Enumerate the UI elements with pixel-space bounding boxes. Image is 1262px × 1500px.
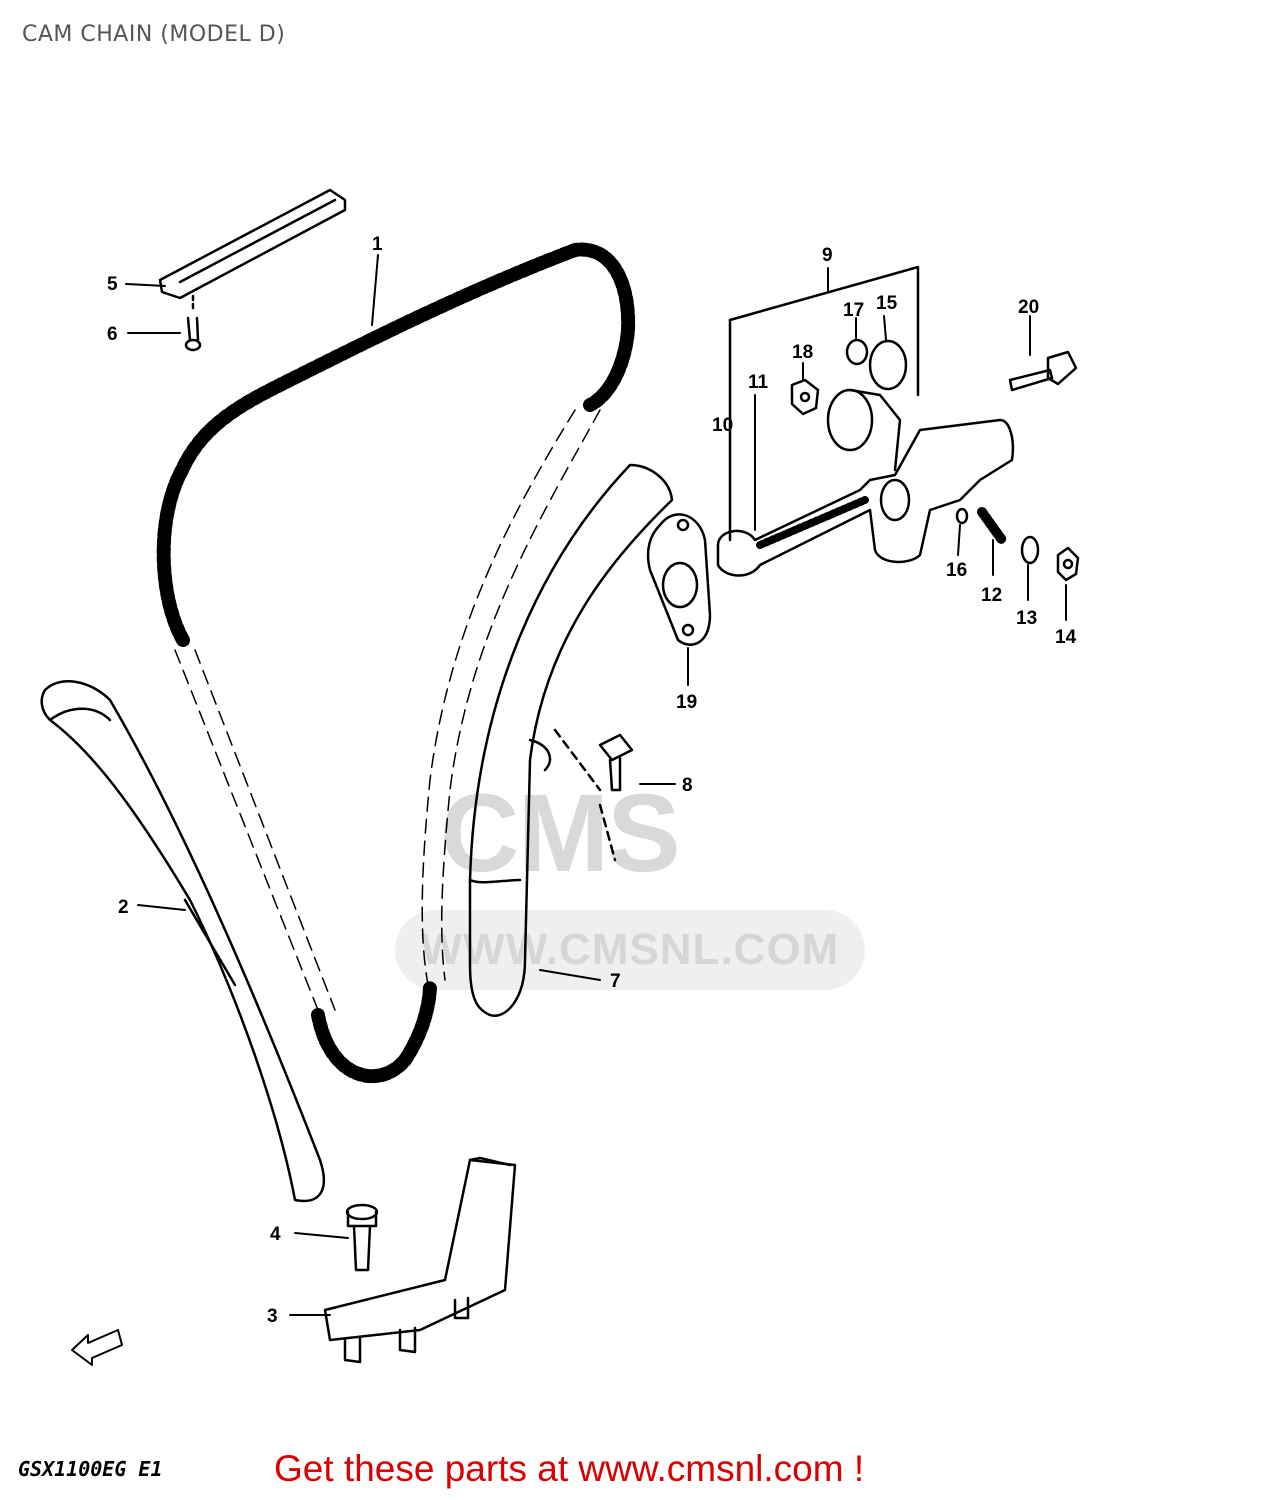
tensioner-spring	[977, 507, 1007, 545]
watermark-logo: CMS	[440, 772, 680, 895]
tensioner-gasket	[646, 513, 712, 646]
callout-9: 9	[822, 245, 833, 266]
front-direction-arrow-icon	[71, 1329, 123, 1366]
callout-11: 11	[748, 372, 769, 393]
watermark-url: WWW.CMSNL.COM	[395, 910, 865, 990]
callout-15: 15	[876, 293, 898, 314]
guide-bracket	[323, 1156, 517, 1364]
page-title: CAM CHAIN (MODEL D)	[22, 22, 286, 47]
model-code: GSX1100EG E1	[18, 1457, 163, 1481]
callout-16: 16	[946, 560, 967, 581]
callout-12: 12	[981, 585, 1002, 606]
front-chain-guide	[40, 680, 326, 1203]
callout-10: 10	[712, 415, 733, 436]
top-guide-screw	[184, 294, 202, 352]
callout-4: 4	[270, 1224, 281, 1245]
tensioner-washer	[1020, 535, 1040, 565]
callout-1: 1	[372, 234, 383, 255]
top-chain-guide	[158, 188, 347, 300]
callout-3: 3	[267, 1306, 278, 1327]
tensioner-cap	[845, 338, 869, 366]
tensioner-lock-nut	[790, 378, 820, 416]
tensioner-nut	[1056, 546, 1080, 582]
callout-7: 7	[610, 971, 621, 992]
guide-bolt	[345, 1203, 379, 1272]
tensioner-bolt	[1008, 350, 1078, 392]
callout-labels: 1 2 3 4 5 6 7 8 9 10 11 12 13 14 15 16 1…	[107, 234, 1077, 1327]
tensioner-o-ring	[868, 339, 908, 391]
callout-6: 6	[107, 324, 118, 345]
cam-chain-tensioner	[716, 265, 1015, 577]
guide-mounting-bolt	[553, 728, 634, 862]
callout-17: 17	[843, 300, 864, 321]
tensioner-small-ring	[955, 507, 969, 525]
callout-19: 19	[676, 692, 697, 713]
callout-18: 18	[792, 342, 813, 363]
callout-20: 20	[1018, 297, 1039, 318]
cam-chain	[156, 242, 636, 1084]
callout-14: 14	[1055, 627, 1077, 648]
callout-13: 13	[1016, 608, 1037, 629]
callout-5: 5	[107, 274, 118, 295]
tensioner-chain-guide	[468, 463, 674, 1017]
callout-2: 2	[118, 897, 129, 918]
promo-link[interactable]: Get these parts at www.cmsnl.com !	[274, 1448, 865, 1489]
callout-8: 8	[682, 775, 693, 796]
